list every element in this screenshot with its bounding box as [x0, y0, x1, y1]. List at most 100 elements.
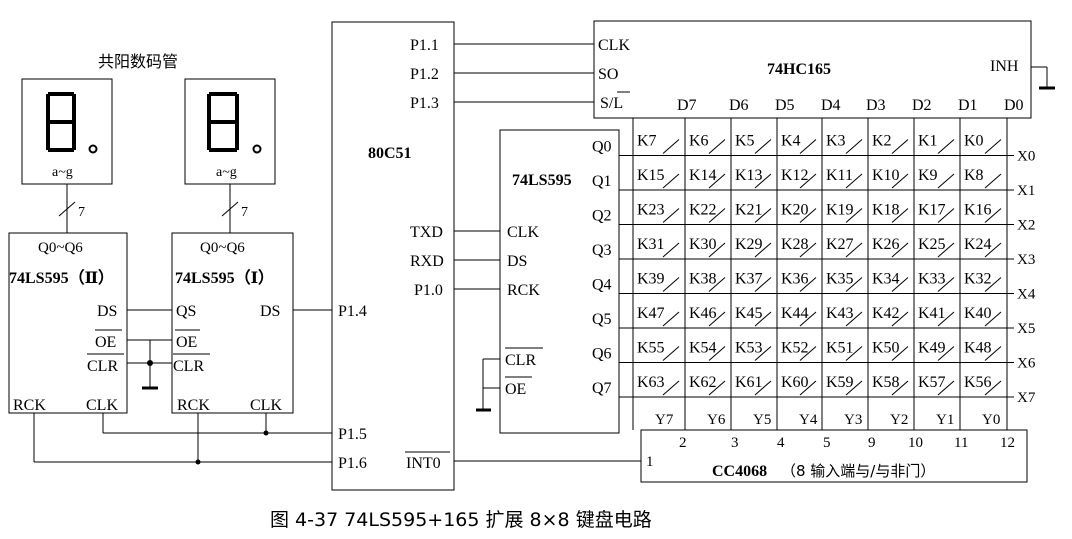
x-label: X4	[1017, 286, 1036, 302]
key-switch-icon	[799, 242, 817, 258]
key-label: K36	[781, 270, 809, 287]
key-switch-icon	[708, 311, 726, 327]
pin-oe-ii: OE	[95, 334, 116, 351]
key-switch-icon	[984, 242, 1002, 258]
key-label: K35	[826, 270, 854, 287]
x-label: X3	[1017, 252, 1035, 268]
key-label: K11	[826, 167, 853, 184]
key-label: K21	[735, 201, 763, 218]
key-label: K37	[735, 270, 763, 287]
mcu-pin-p10: P1.0	[414, 282, 443, 299]
key-switch-icon	[984, 173, 1002, 189]
key-switch-icon	[845, 208, 863, 223]
key-switch-icon	[984, 208, 1002, 223]
key-label: K50	[872, 339, 900, 356]
key-label: K43	[826, 305, 854, 322]
key-label: K0	[964, 132, 984, 149]
mid-595-q-pin: Q6	[592, 345, 612, 362]
key-switch-icon	[708, 277, 726, 292]
key-switch-icon	[845, 242, 863, 258]
y-label: Y1	[936, 412, 954, 428]
mid-595-q-pin: Q3	[592, 242, 612, 259]
key-switch-icon	[937, 242, 955, 258]
key-label: K45	[735, 305, 763, 322]
y-label: Y5	[753, 412, 771, 428]
key-label: K44	[781, 305, 809, 322]
mid-595-q-pin: Q1	[592, 173, 612, 190]
key-label: K49	[918, 339, 946, 356]
pin-clr-i: CLR	[173, 358, 204, 375]
key-switch-icon	[891, 173, 909, 189]
key-label: K13	[735, 167, 763, 184]
key-label: K1	[918, 132, 938, 149]
key-label: K42	[872, 305, 900, 322]
key-label: K10	[872, 167, 900, 184]
hc165-d-pin: D6	[729, 97, 749, 114]
key-switch-icon	[937, 346, 955, 361]
mid-595-pin-ds: DS	[507, 253, 527, 270]
key-switch-icon	[799, 277, 817, 292]
key-label: K19	[826, 201, 854, 218]
seven-seg-display-2: a~g	[184, 78, 276, 185]
key-label: K53	[735, 339, 763, 356]
mcu-pin-int0: INT0	[406, 455, 441, 472]
key-switch-icon	[708, 173, 726, 189]
pin-clr-ii: CLR	[87, 358, 118, 375]
key-switch-icon	[708, 346, 726, 361]
key-label: K28	[781, 236, 809, 253]
cc4068-pin-1: 1	[646, 454, 654, 470]
hc165-d-pin: D7	[677, 97, 697, 114]
mid-595-pin-rck: RCK	[507, 282, 540, 299]
key-switch-icon	[891, 311, 909, 327]
key-switch-icon	[845, 380, 863, 396]
hc165-d-pin: D4	[821, 97, 841, 114]
cc4068-pin: 10	[908, 435, 923, 451]
mcu-pin-p16: P1.6	[338, 455, 367, 472]
cc4068-pin: 12	[1000, 435, 1015, 451]
mcu-name: 80C51	[368, 145, 412, 162]
key-switch-icon	[937, 277, 955, 292]
bus-width-1: 7	[78, 205, 85, 220]
key-label: K51	[826, 339, 854, 356]
cc4068-pin: 4	[777, 435, 785, 451]
hc165-pin-clk: CLK	[598, 37, 630, 54]
key-label: K17	[918, 201, 946, 218]
key-switch-icon	[662, 242, 680, 258]
key-label: K47	[637, 305, 665, 322]
cc4068-desc: （8 输入端与/与非门）	[781, 462, 935, 480]
inh-ground-wiring	[1031, 66, 1055, 90]
cc4068-pin: 11	[954, 435, 968, 451]
mid-595-q-pin: Q7	[592, 380, 612, 397]
key-switch-icon	[708, 242, 726, 258]
junction-dot	[263, 430, 269, 436]
key-label: K60	[781, 374, 809, 391]
key-switch-icon	[891, 346, 909, 361]
q-range-ii: Q0~Q6	[38, 240, 83, 256]
mid-595-name: 74LS595	[512, 172, 572, 189]
chip-74ls595-ii: Q0~Q6 74LS595（Ⅱ） DS OE CLR RCK CLK	[8, 232, 128, 414]
key-label: K6	[689, 132, 709, 149]
key-switch-icon	[799, 139, 817, 154]
hc165-d-pin: D5	[775, 97, 795, 114]
key-switch-icon	[937, 208, 955, 223]
key-switch-icon	[845, 139, 863, 154]
pin-rck-ii: RCK	[13, 397, 46, 414]
key-label: K24	[964, 236, 992, 253]
key-switch-icon	[662, 277, 680, 292]
key-switch-icon	[662, 346, 680, 361]
key-label: K2	[872, 132, 892, 149]
mid-595-q-pin: Q4	[592, 276, 612, 293]
pin-rck-i: RCK	[177, 397, 210, 414]
mcu-pin-txd: TXD	[410, 224, 443, 241]
mcu-pin-rxd: RXD	[410, 253, 444, 270]
key-switch-icon	[984, 139, 1002, 154]
key-switch-icon	[662, 173, 680, 189]
hc165-pin-sl: S/L	[600, 95, 623, 112]
key-label: K59	[826, 374, 854, 391]
key-switch-icon	[984, 311, 1002, 327]
x-label: X7	[1017, 390, 1036, 406]
key-switch-icon	[799, 380, 817, 396]
seg-label-1: a~g	[52, 165, 73, 180]
x-label: X1	[1017, 183, 1035, 199]
